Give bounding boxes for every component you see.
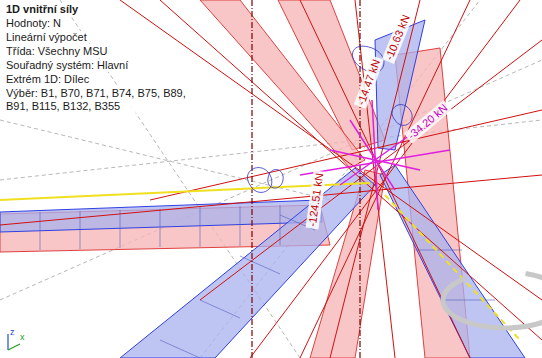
info-line: Lineární výpočet <box>4 31 89 44</box>
axis-label: x <box>20 331 25 344</box>
blue-loop <box>247 46 412 192</box>
info-line: Souřadný systém: Hlavní <box>4 59 130 72</box>
rotation-arc <box>443 272 542 328</box>
yellow-line <box>385 195 520 340</box>
panel-title: 1D vnitřní síly <box>4 3 80 16</box>
info-line: Třída: Všechny MSU <box>4 45 109 58</box>
info-line: Hodnoty: N <box>4 17 63 30</box>
info-line: Výběr: B1, B70, B71, B74, B75, B89, B91,… <box>4 87 213 113</box>
info-line: Extrém 1D: Dílec <box>4 73 91 86</box>
axis-label: z <box>10 326 15 339</box>
axis-line <box>252 0 360 358</box>
